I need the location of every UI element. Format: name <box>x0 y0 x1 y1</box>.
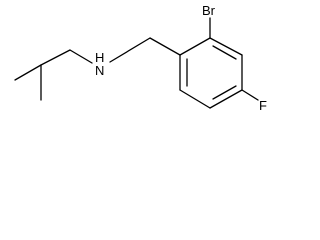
ring-bond-c3-c3-double <box>212 45 237 60</box>
molecule-drawing: Br H N F <box>14 3 267 113</box>
ring-bond-c4-c5 <box>209 89 243 109</box>
bond-ring-to-fluorine <box>241 89 259 101</box>
structure-canvas: Br H N F <box>14 3 267 113</box>
atom-label-bromine: Br <box>202 3 216 18</box>
atom-label-fluorine: F <box>259 98 267 113</box>
bond-nitrogen-to-benzyl-ch2 <box>109 37 151 63</box>
ring-bond-c4-c5-double <box>212 85 237 100</box>
ring-bond-c2-c3 <box>209 37 243 56</box>
ring-bond-c1-c2 <box>179 37 211 56</box>
bond-benzyl-ch2-to-ring <box>149 37 181 56</box>
ring-bond-c5-c6 <box>179 89 211 109</box>
bond-branch-to-ch2 <box>40 49 71 66</box>
bond-ch2-to-nitrogen <box>69 49 93 64</box>
bond-methyl-to-branch <box>14 64 42 81</box>
atom-label-nitrogen-hydrogen: H <box>95 50 104 65</box>
atom-label-nitrogen: N <box>95 63 104 78</box>
